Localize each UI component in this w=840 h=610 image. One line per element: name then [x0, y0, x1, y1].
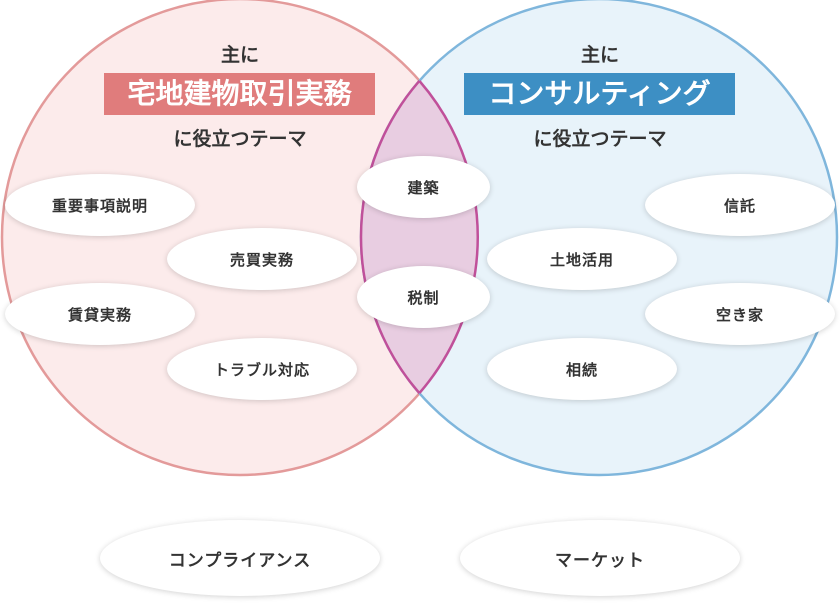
overlap-outline-right	[359, 0, 478, 475]
right-suffix: に役立つテーマ	[533, 128, 667, 150]
left-title-band: 宅地建物取引実務	[104, 73, 375, 115]
topic-pill-right: 相続	[487, 338, 677, 400]
topic-label: 税制	[407, 288, 440, 307]
topic-label: 信託	[723, 196, 756, 215]
topic-pill-overlap: 税制	[357, 266, 490, 328]
topic-label: トラブル対応	[213, 360, 310, 379]
topic-label: 賃貸実務	[67, 305, 132, 324]
topic-pill-bottom: マーケット	[460, 520, 740, 596]
topic-label: 空き家	[715, 305, 764, 324]
topic-pill-right: 空き家	[645, 283, 835, 345]
topic-pill-right: 信託	[645, 174, 835, 236]
overlap-outline-left	[418, 80, 479, 394]
topic-label: 相続	[565, 360, 598, 379]
topic-pill-bottom: コンプライアンス	[100, 520, 380, 596]
left-suffix: に役立つテーマ	[173, 128, 307, 150]
topic-pill-right: 土地活用	[487, 228, 677, 290]
right-prefix: 主に	[580, 44, 619, 66]
right-title-band: コンサルティング	[464, 73, 735, 115]
topic-label: 重要事項説明	[51, 196, 148, 215]
topic-pill-left: 賃貸実務	[5, 283, 195, 345]
topic-label: 土地活用	[549, 250, 614, 269]
left-prefix: 主に	[220, 44, 259, 66]
topic-label: コンプライアンス	[168, 550, 312, 571]
topic-pill-overlap: 建築	[357, 156, 490, 218]
topic-pill-left: トラブル対応	[167, 338, 357, 400]
topic-label: 売買実務	[229, 250, 294, 269]
topic-label: マーケット	[555, 550, 645, 571]
topic-label: 建築	[407, 178, 440, 197]
topic-pill-left: 重要事項説明	[5, 174, 195, 236]
topic-pill-left: 売買実務	[167, 228, 357, 290]
